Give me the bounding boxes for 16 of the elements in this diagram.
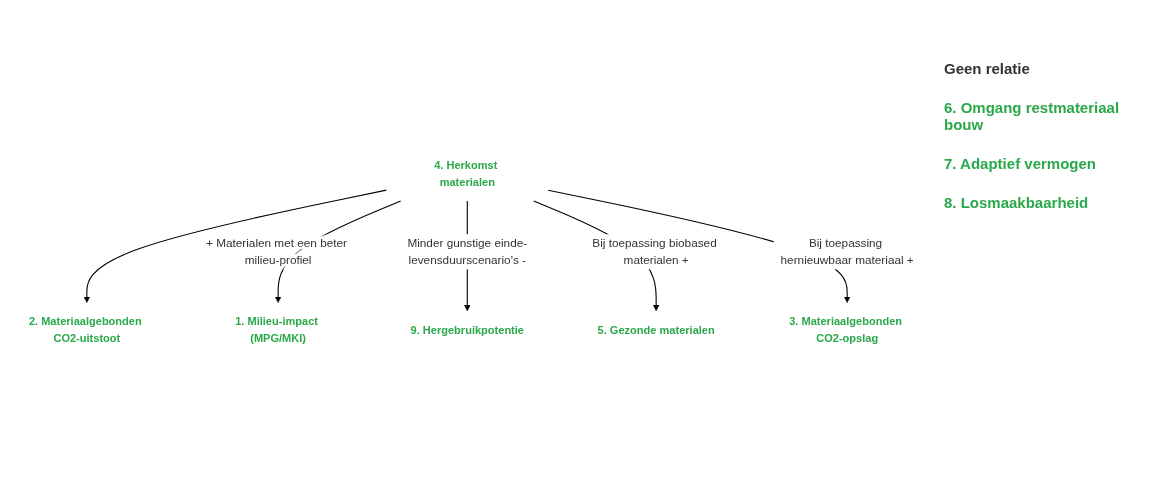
node-text: 5. Gezonde materialen xyxy=(597,323,715,337)
node-text: 3. Materiaalgebonden CO2-opslag xyxy=(789,315,903,345)
node-text: 9. Hergebruikpotentie xyxy=(410,323,525,337)
edge-label: + Materialen met een beter milieu-profiel xyxy=(205,236,347,267)
unrelated-item: 7. Adaptief vermogen xyxy=(944,155,1097,172)
edge-label: Bij toepassing hernieuwbaar materiaal + xyxy=(780,236,914,267)
arrow xyxy=(547,189,851,304)
group-heading: Geen relatie xyxy=(944,60,1031,77)
edge-label: Bij toepassing biobased materialen + xyxy=(592,236,717,267)
unrelated-item: 6. Omgang restmateriaal bouw xyxy=(944,99,1121,133)
unrelated-item: 8. Losmaakbaarheid xyxy=(944,194,1090,211)
edge-label: Minder gunstige einde-levensduurscenario's - xyxy=(407,236,528,267)
node-text: 4. Herkomst materialen xyxy=(434,158,498,188)
node-text: 2. Materiaalgebonden CO2-uitstoot xyxy=(28,315,142,345)
node-text: 1. Milieu-impact (MPG/MKI) xyxy=(235,315,318,345)
arrow xyxy=(83,189,387,304)
